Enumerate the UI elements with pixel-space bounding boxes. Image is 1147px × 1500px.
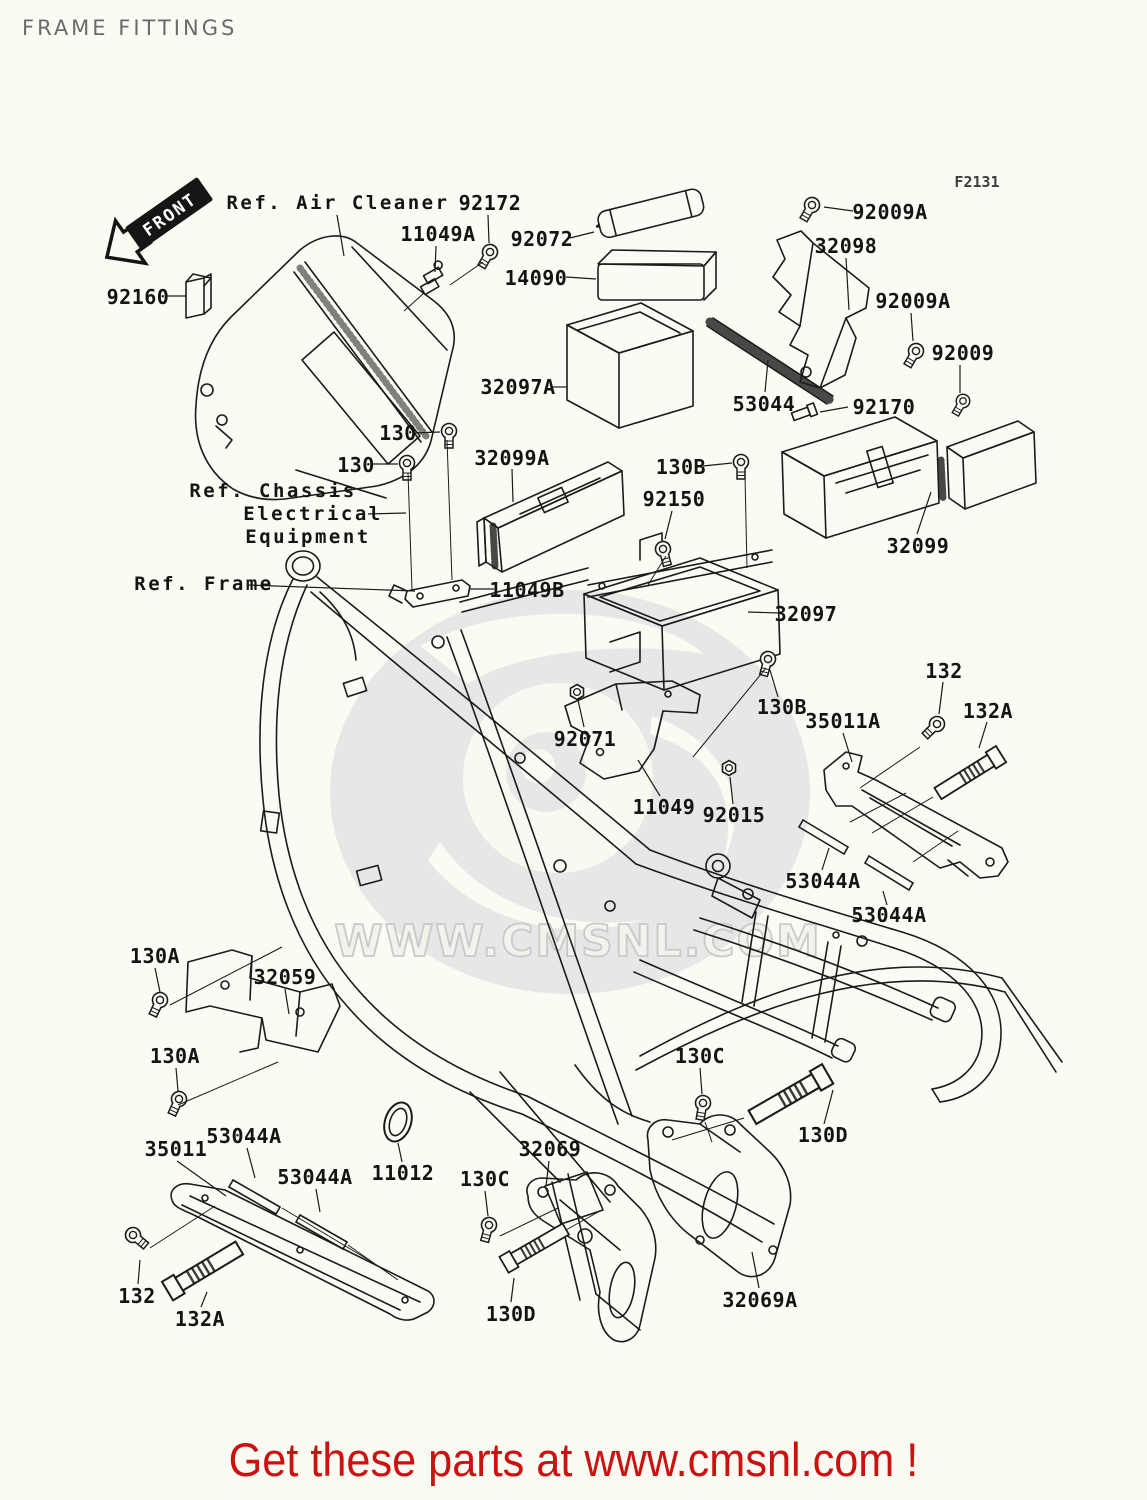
part-number-label: 130C [674, 1044, 726, 1068]
part-number-label: 32099A [474, 446, 550, 470]
watermark-logo: WWW.CMSNL.COM [330, 590, 821, 994]
part-number-label: 130C [459, 1167, 511, 1191]
part-number-label: 92009A [852, 200, 928, 224]
part-14090-drawing [597, 249, 717, 301]
part-53044A-left-drawing [228, 1179, 348, 1250]
part-number-label: 32098 [814, 234, 878, 258]
part-number-label: 53044A [277, 1165, 353, 1189]
part-number-label: 32097 [774, 602, 838, 626]
part-number-label: 130B [655, 455, 707, 479]
part-11049-drawing [564, 680, 701, 780]
part-number-label: 35011A [805, 709, 881, 733]
part-number-label: 92150 [642, 487, 706, 511]
part-number-label: 130B [756, 695, 808, 719]
reference-label: Equipment [245, 526, 371, 548]
part-number-label: 53044A [785, 869, 861, 893]
air-cleaner-drawing [194, 235, 456, 501]
part-number-label: 132 [118, 1284, 156, 1308]
part-number-label: 14090 [504, 266, 568, 290]
part-number-label: 132A [962, 699, 1014, 723]
part-number-label: 32069 [518, 1137, 582, 1161]
part-number-label: 132A [174, 1307, 226, 1331]
part-32069-drawing [526, 1172, 657, 1343]
part-32097-drawing [459, 532, 781, 691]
part-number-label: 130 [379, 421, 417, 445]
part-35011A-drawing [823, 751, 1009, 879]
part-number-label: 11049 [632, 795, 696, 819]
part-number-label: 32099 [886, 534, 950, 558]
footer-text: Get these parts at www.cmsnl.com ! [228, 1433, 919, 1486]
part-number-label: 92160 [106, 285, 170, 309]
part-number-label: 130 [337, 453, 375, 477]
part-32099-drawing [781, 416, 1037, 539]
part-number-label: 32097A [480, 375, 556, 399]
part-35011-drawing [170, 1182, 435, 1321]
part-number-label: 92170 [852, 395, 916, 419]
part-32059-drawing [185, 949, 341, 1053]
part-number-label: 32059 [253, 965, 317, 989]
part-number-label: 92071 [553, 727, 617, 751]
part-number-label: 11012 [371, 1161, 435, 1185]
part-32097A-drawing [566, 302, 694, 429]
part-number-label: 130D [797, 1123, 849, 1147]
part-number-label: 35011 [144, 1137, 208, 1161]
part-number-label: 132 [925, 659, 963, 683]
reference-label: Electrical [243, 503, 383, 525]
part-number-label: 53044A [851, 903, 927, 927]
part-32069A-drawing [646, 1114, 792, 1278]
part-92160-drawing [185, 273, 212, 319]
part-32098-drawing [772, 230, 870, 389]
part-32099A-drawing [476, 461, 625, 573]
part-53044A-right-drawing [798, 819, 914, 891]
page-title: FRAME FITTINGS [22, 16, 238, 40]
part-number-label: 130A [149, 1044, 201, 1068]
footer-banner: Get these parts at www.cmsnl.com ! [46, 1432, 1101, 1487]
leader-lines [137, 206, 988, 1308]
part-number-label: 130A [129, 944, 181, 968]
reference-label: Ref. Chassis [189, 480, 357, 502]
part-number-label: 92072 [510, 227, 574, 251]
part-number-label: 92009A [875, 289, 951, 313]
part-92170-drawing [790, 402, 819, 422]
part-number-label: 53044 [732, 392, 796, 416]
reference-label: Ref. Air Cleaner [226, 192, 450, 214]
part-92072-drawing [595, 188, 705, 239]
reference-label: Ref. Frame [134, 573, 274, 595]
part-11012-drawing [383, 1101, 413, 1143]
figure-code: F2131 [954, 173, 1000, 191]
part-number-label: 53044A [206, 1124, 282, 1148]
part-number-label: 11049B [489, 578, 565, 602]
frame-drawing [259, 550, 1063, 1331]
part-number-label: 32069A [722, 1288, 798, 1312]
part-number-label: 92172 [458, 191, 522, 215]
part-number-label: 11049A [400, 222, 476, 246]
part-number-label: 130D [485, 1302, 537, 1326]
part-number-label: 92009 [931, 341, 995, 365]
part-number-label: 92015 [702, 803, 766, 827]
part-11049B-drawing [388, 579, 471, 608]
